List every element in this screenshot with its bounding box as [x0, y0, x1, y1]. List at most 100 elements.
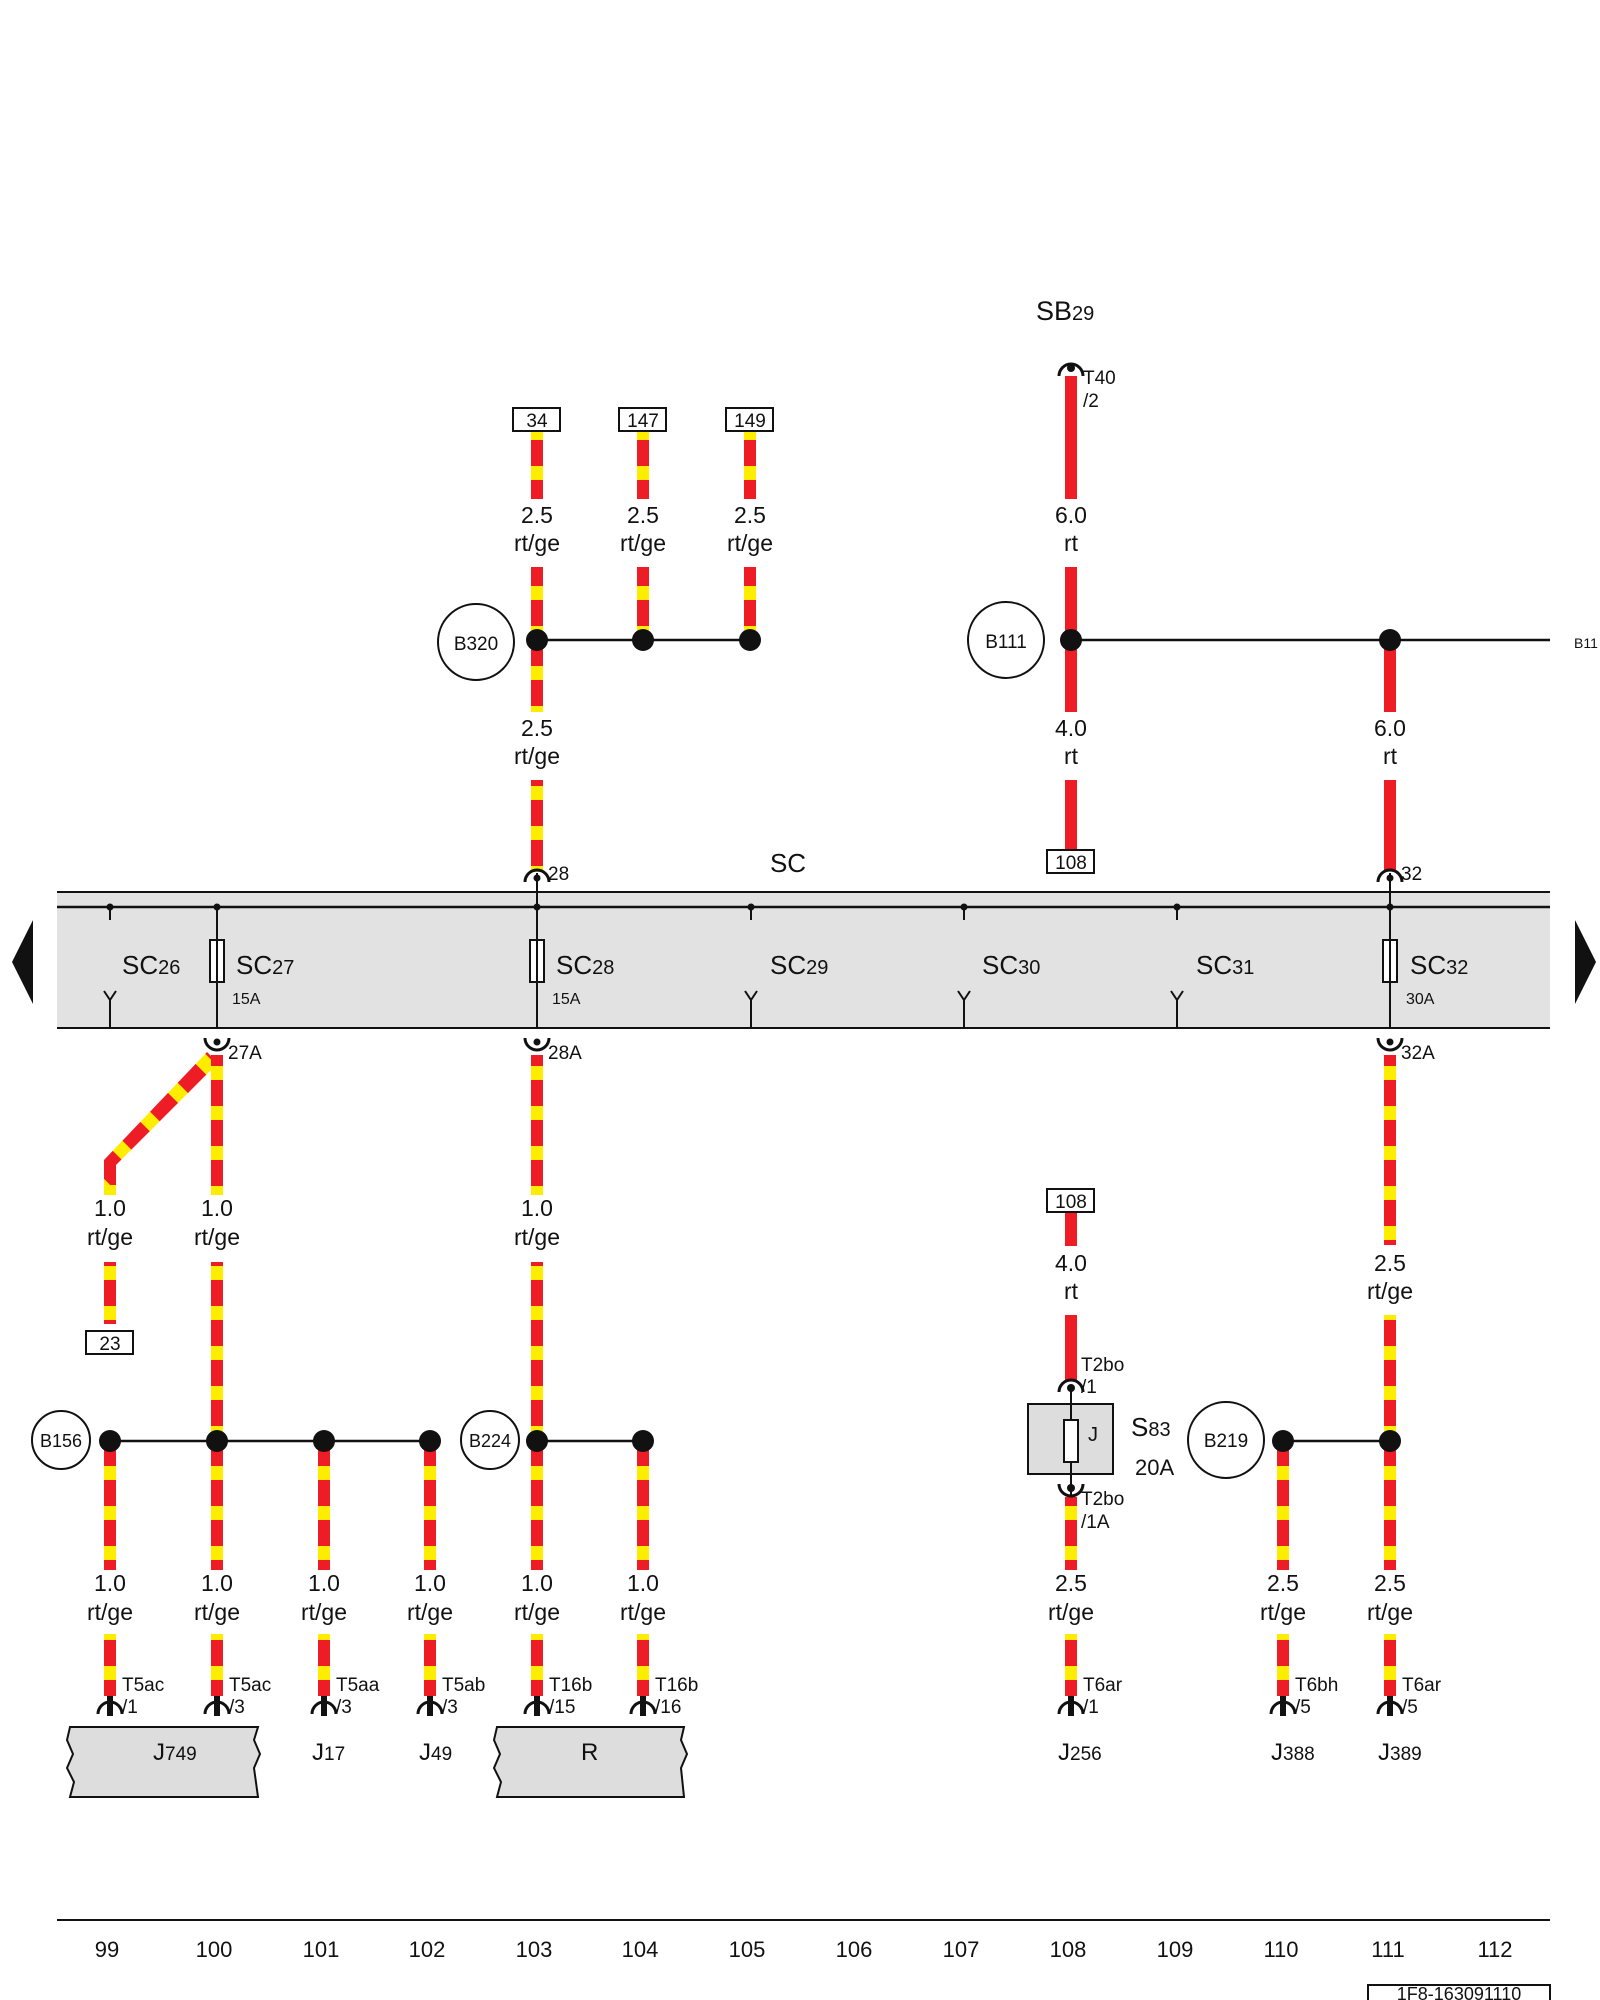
- wire-149-color: rt/ge: [727, 530, 773, 556]
- wire-b320-sc-color: rt/ge: [514, 743, 560, 769]
- splice-b219-label: B219: [1204, 1431, 1248, 1452]
- bus-label: SC: [770, 848, 806, 878]
- conn-c8-pin: /5: [1295, 1697, 1311, 1718]
- wire-32a-b219-size: 2.5: [1374, 1250, 1406, 1276]
- conn-c1-name: T5ac: [122, 1675, 164, 1696]
- wire-j389-color: rt/ge: [1367, 1599, 1413, 1625]
- conn-c4-pin: /3: [442, 1697, 458, 1718]
- wire-b320-sc-size: 2.5: [521, 715, 553, 741]
- wire-27a-23-size: 1.0: [94, 1195, 126, 1221]
- terminal-t40-name: T40: [1083, 368, 1116, 389]
- s83-bot-conn-name: T2bo: [1081, 1489, 1124, 1510]
- wire-j17-size: 1.0: [308, 1570, 340, 1596]
- conn-c9-pin: /5: [1402, 1697, 1418, 1718]
- fuse-sc29-label: SC29: [770, 950, 828, 980]
- component-j749[interactable]: [65, 1726, 262, 1798]
- track-number: 103: [516, 1937, 553, 1962]
- fuse-sc28-label: SC28: [556, 950, 614, 980]
- ref-108-top[interactable]: 108: [1055, 853, 1087, 874]
- wire-r16-size: 1.0: [627, 1570, 659, 1596]
- wire-147-color: rt/ge: [620, 530, 666, 556]
- wire-j749-3-color: rt/ge: [194, 1599, 240, 1625]
- s83-bot-conn-pin: /1A: [1081, 1512, 1110, 1533]
- wire-r15-color: rt/ge: [514, 1599, 560, 1625]
- pin-28: 28: [548, 864, 569, 885]
- wire-147-size: 2.5: [627, 502, 659, 528]
- supply-sb29-label: SB29: [1036, 296, 1094, 326]
- ref-147[interactable]: 147: [627, 411, 659, 432]
- conn-c8-name: T6bh: [1295, 1675, 1338, 1696]
- wire-j389-size: 2.5: [1374, 1570, 1406, 1596]
- doc-code-box: [1367, 1984, 1551, 2000]
- splice-b320-label: B320: [454, 634, 498, 655]
- track-number: 101: [303, 1937, 340, 1962]
- track-number: 107: [943, 1937, 980, 1962]
- splice-b320: [437, 603, 515, 681]
- conn-c3-name: T5aa: [336, 1675, 380, 1696]
- track-number: 108: [1050, 1937, 1087, 1962]
- component-j388-label: J388: [1271, 1739, 1315, 1766]
- ref-23[interactable]: 23: [99, 1334, 120, 1355]
- wire-r16-color: rt/ge: [620, 1599, 666, 1625]
- track-number: 104: [622, 1937, 659, 1962]
- splice-b224-label: B224: [469, 1431, 511, 1451]
- splice-b224: [460, 1410, 520, 1470]
- wire-149-size: 2.5: [734, 502, 766, 528]
- wire-34-color: rt/ge: [514, 530, 560, 556]
- splice-dots: [99, 629, 1401, 1452]
- wire-108-s83-size: 4.0: [1055, 1250, 1087, 1276]
- wire-j49-size: 1.0: [414, 1570, 446, 1596]
- wire-j749-3-size: 1.0: [201, 1570, 233, 1596]
- conn-c9-name: T6ar: [1402, 1675, 1442, 1696]
- fuse-s83-mark: J: [1088, 1424, 1098, 1446]
- track-number: 99: [95, 1937, 119, 1962]
- pin-32: 32: [1401, 864, 1422, 885]
- wire-j49-color: rt/ge: [407, 1599, 453, 1625]
- wire-b111-sc32-size: 6.0: [1374, 715, 1406, 741]
- conn-c7-pin: /1: [1083, 1697, 1099, 1718]
- scroll-left-arrow-icon[interactable]: [12, 920, 33, 1004]
- splice-b111-label: B111: [985, 632, 1027, 653]
- component-r-label: R: [581, 1739, 598, 1766]
- wire-j388-color: rt/ge: [1260, 1599, 1306, 1625]
- component-r[interactable]: [492, 1726, 689, 1798]
- fuse-carrier-sc: [57, 892, 1550, 1028]
- conn-c1-pin: /1: [122, 1697, 138, 1718]
- wire-108-s83-color: rt: [1064, 1278, 1079, 1304]
- track-number: 106: [836, 1937, 873, 1962]
- conn-c4-name: T5ab: [442, 1675, 485, 1696]
- fuse-sc30-label: SC30: [982, 950, 1040, 980]
- track-number: 112: [1477, 1937, 1512, 1962]
- conn-c6-name: T16b: [655, 1675, 698, 1696]
- wire-j749-1-color: rt/ge: [87, 1599, 133, 1625]
- wire-sb29-color: rt: [1064, 530, 1079, 556]
- relay-s83-label: S83: [1131, 1412, 1171, 1442]
- component-j49-label: J49: [419, 1739, 452, 1766]
- ref-149[interactable]: 149: [734, 411, 766, 432]
- wire-32a-b219-color: rt/ge: [1367, 1278, 1413, 1304]
- conn-c5-name: T16b: [549, 1675, 592, 1696]
- splice-b111: [967, 601, 1045, 679]
- component-j256-label: J256: [1058, 1739, 1102, 1766]
- wire-27a-b156-color: rt/ge: [194, 1224, 240, 1250]
- component-j749-label: J749: [153, 1739, 197, 1766]
- wire-j17-color: rt/ge: [301, 1599, 347, 1625]
- terminal-t40-pin: /2: [1083, 391, 1099, 412]
- doc-code: 1F8-163091110: [1397, 1984, 1521, 2000]
- wire-r15-size: 1.0: [521, 1570, 553, 1596]
- relay-s83-rating: 20A: [1135, 1455, 1174, 1480]
- s83-top-conn-name: T2bo: [1081, 1355, 1124, 1376]
- wire-27a-23-color: rt/ge: [87, 1224, 133, 1250]
- component-connectors: [96, 1700, 1404, 1715]
- ref-108-bottom[interactable]: 108: [1055, 1192, 1087, 1213]
- scroll-right-arrow-icon[interactable]: [1575, 920, 1596, 1004]
- fuse-sc28-rating: 15A: [552, 991, 581, 1008]
- wire-28a-b224-color: rt/ge: [514, 1224, 560, 1250]
- conn-c7-name: T6ar: [1083, 1675, 1123, 1696]
- splice-b156: [31, 1410, 91, 1470]
- fuse-sc32-rating: 30A: [1406, 991, 1435, 1008]
- pin-27a: 27A: [228, 1043, 262, 1064]
- component-j17-label: J17: [312, 1739, 345, 1766]
- wire-34-size: 2.5: [521, 502, 553, 528]
- ref-34[interactable]: 34: [526, 411, 548, 432]
